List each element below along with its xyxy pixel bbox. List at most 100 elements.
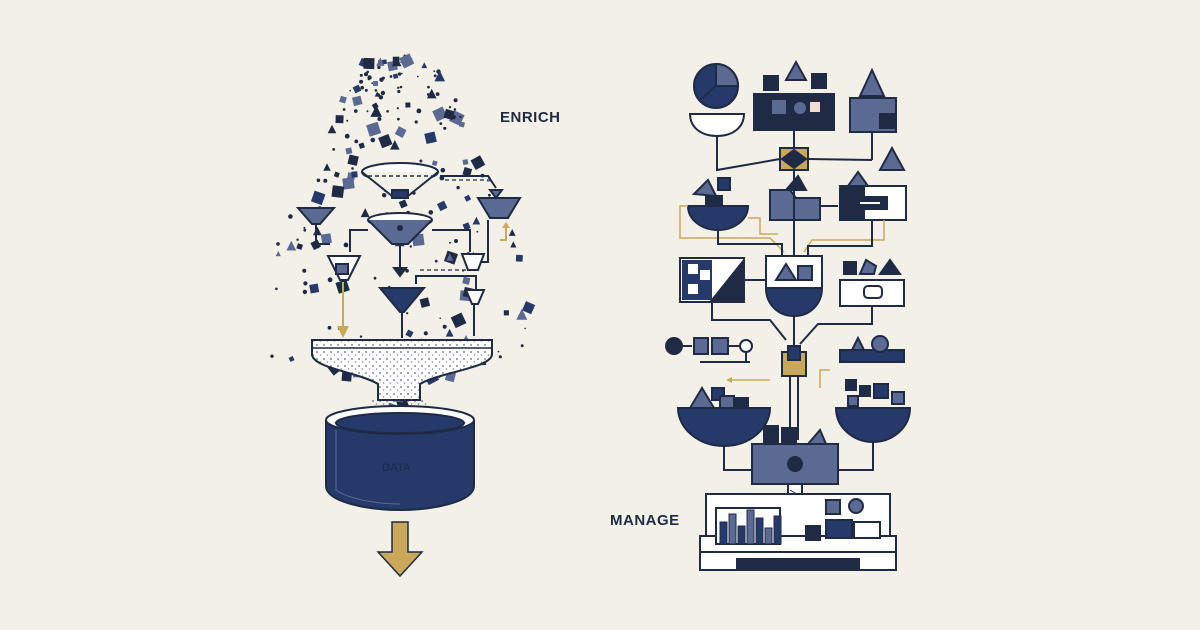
top-funnel — [361, 162, 439, 199]
particle — [439, 317, 442, 320]
particle — [359, 335, 363, 338]
particle — [302, 289, 308, 295]
bar — [746, 509, 755, 545]
particle — [296, 238, 299, 241]
funnel-pipeline — [270, 53, 536, 578]
particle — [327, 124, 337, 134]
particle — [431, 160, 438, 167]
particle — [303, 226, 306, 229]
particle — [345, 147, 353, 155]
particle — [342, 108, 346, 111]
bar — [755, 517, 764, 545]
shapes-tray-right — [799, 258, 905, 345]
particle — [316, 245, 320, 249]
particle — [416, 75, 419, 78]
particle — [360, 85, 365, 90]
particle — [396, 107, 399, 110]
particle — [470, 155, 486, 170]
data-label: DATA — [382, 462, 411, 474]
particle — [366, 70, 370, 74]
particle — [275, 251, 281, 257]
monitor-icon — [849, 67, 897, 160]
particle — [451, 114, 456, 120]
particle — [446, 253, 454, 261]
particle — [380, 90, 386, 96]
folder-icon — [769, 174, 838, 221]
particle — [342, 177, 355, 190]
particle — [421, 62, 428, 69]
particle — [313, 226, 322, 236]
particle — [443, 126, 447, 130]
bar — [719, 521, 728, 545]
particle — [426, 88, 437, 99]
particle — [367, 75, 372, 80]
particle — [286, 240, 297, 251]
particle — [354, 109, 358, 113]
particle — [434, 259, 438, 263]
shapes-bowl-left — [686, 177, 750, 232]
particle — [391, 56, 402, 67]
particle — [370, 137, 376, 143]
bowl-pipeline — [665, 59, 912, 571]
particle — [343, 242, 349, 248]
pipes — [349, 175, 504, 290]
flowchart-icon — [665, 337, 753, 363]
particle — [339, 95, 347, 104]
particle — [405, 102, 411, 108]
particle — [453, 98, 458, 103]
particle — [333, 171, 340, 178]
particle — [427, 85, 430, 89]
enrich-label: ENRICH — [500, 109, 561, 126]
tray-icon — [839, 335, 905, 363]
particle — [331, 185, 345, 199]
particle — [349, 89, 352, 92]
particle — [335, 115, 344, 124]
particle — [453, 108, 457, 111]
particle — [397, 89, 401, 94]
particle — [445, 328, 454, 337]
particle — [405, 269, 409, 273]
grid-monitor — [679, 257, 787, 341]
particle — [327, 325, 332, 330]
particle — [397, 86, 400, 90]
particle — [464, 194, 472, 202]
top-shapes — [763, 59, 827, 91]
particle — [440, 167, 446, 173]
center-pipes — [717, 186, 873, 256]
particle — [516, 308, 528, 320]
particle — [302, 268, 307, 273]
particle — [520, 344, 524, 348]
particle — [327, 277, 333, 283]
toggle-panel — [839, 145, 907, 221]
particle — [363, 57, 375, 70]
particle — [296, 243, 304, 250]
particle — [378, 133, 393, 149]
pie-chart-icon — [693, 62, 740, 109]
particle — [351, 95, 363, 107]
particle — [377, 65, 381, 70]
particle — [472, 216, 481, 225]
lower-left-bowl — [676, 386, 772, 471]
right-cone — [460, 253, 486, 336]
particle — [382, 193, 387, 198]
particle — [409, 245, 412, 248]
particle — [288, 214, 293, 219]
left-small-funnel — [295, 207, 337, 245]
particle — [320, 233, 332, 245]
particle — [437, 92, 439, 95]
particle — [358, 142, 365, 149]
diamond-connector — [716, 147, 873, 186]
particle — [433, 70, 436, 72]
particle — [303, 281, 308, 286]
particle — [366, 121, 382, 137]
particle — [381, 59, 387, 65]
particle — [448, 106, 452, 109]
particle — [275, 287, 278, 291]
particle — [398, 199, 408, 209]
particle — [401, 72, 403, 75]
particle — [515, 254, 523, 262]
particle — [379, 77, 384, 82]
particle — [424, 131, 437, 145]
